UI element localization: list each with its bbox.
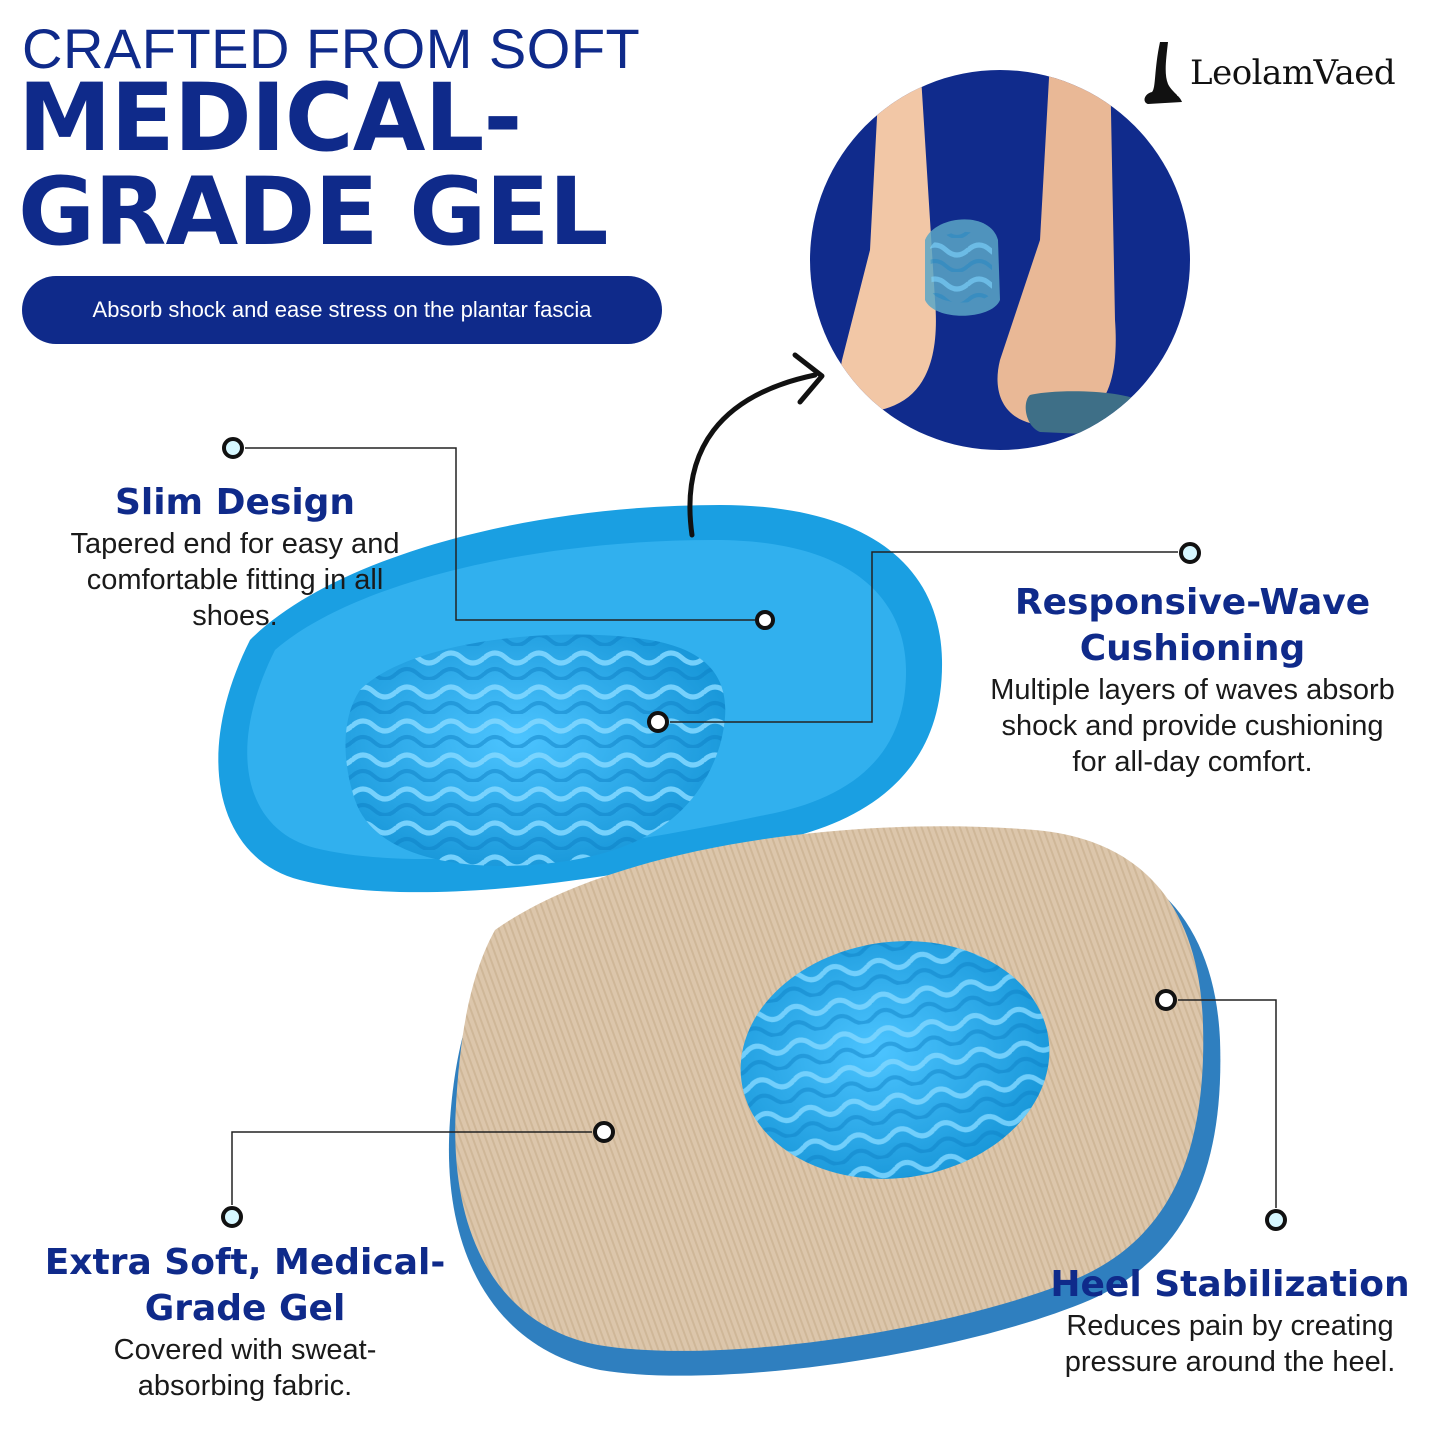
subtitle-banner: Absorb shock and ease stress on the plan… bbox=[22, 276, 662, 344]
feature-title: Extra Soft, Medical- bbox=[44, 1242, 446, 1283]
beige-fabric-insole bbox=[448, 826, 1221, 1376]
headline-kicker: CRAFTED FROM SOFT bbox=[22, 17, 641, 80]
feature-title: Heel Stabilization bbox=[1050, 1264, 1410, 1305]
feature-wave-cushioning: Responsive-Wave Cushioning Multiple laye… bbox=[940, 580, 1445, 780]
feature-desc-line: shoes. bbox=[192, 600, 278, 632]
feature-slim-design: Slim Design Tapered end for easy and com… bbox=[30, 480, 440, 634]
feature-heel-stabilization: Heel Stabilization Reduces pain by creat… bbox=[1020, 1262, 1440, 1380]
feature-desc-line: Reduces pain by creating bbox=[1066, 1310, 1394, 1342]
feature-title: Slim Design bbox=[114, 482, 356, 523]
feature-desc-line: Multiple layers of waves absorb bbox=[990, 674, 1395, 706]
feature-title: Cushioning bbox=[1079, 628, 1306, 669]
feature-title: Responsive-Wave bbox=[1014, 582, 1371, 623]
feature-title: Grade Gel bbox=[144, 1288, 346, 1329]
feature-desc-line: absorbing fabric. bbox=[137, 1370, 353, 1402]
subtitle-text: Absorb shock and ease stress on the plan… bbox=[92, 297, 592, 322]
feature-desc-line: Tapered end for easy and bbox=[70, 528, 400, 560]
feature-desc-line: pressure around the heel. bbox=[1064, 1346, 1396, 1378]
callout-dots bbox=[221, 437, 1287, 1231]
feature-desc-line: for all-day comfort. bbox=[1072, 746, 1313, 778]
page-title: MEDICAL- GRADE GEL bbox=[18, 64, 609, 267]
foot-silhouette-icon bbox=[1144, 42, 1182, 104]
feature-desc-line: Covered with sweat- bbox=[113, 1334, 377, 1366]
usage-illustration bbox=[810, 70, 1190, 450]
callout-lines bbox=[231, 447, 1277, 1208]
headline-line-2: GRADE GEL bbox=[18, 158, 609, 267]
headline-line-1: MEDICAL- bbox=[18, 64, 522, 173]
brand-logo: LeolamVaed bbox=[1140, 38, 1430, 108]
feature-desc-line: shock and provide cushioning bbox=[1001, 710, 1384, 742]
feature-desc-line: comfortable fitting in all bbox=[86, 564, 384, 596]
brand-name: LeolamVaed bbox=[1190, 53, 1396, 93]
curved-arrow-icon bbox=[687, 352, 825, 538]
feature-soft-gel: Extra Soft, Medical- Grade Gel Covered w… bbox=[10, 1240, 480, 1404]
